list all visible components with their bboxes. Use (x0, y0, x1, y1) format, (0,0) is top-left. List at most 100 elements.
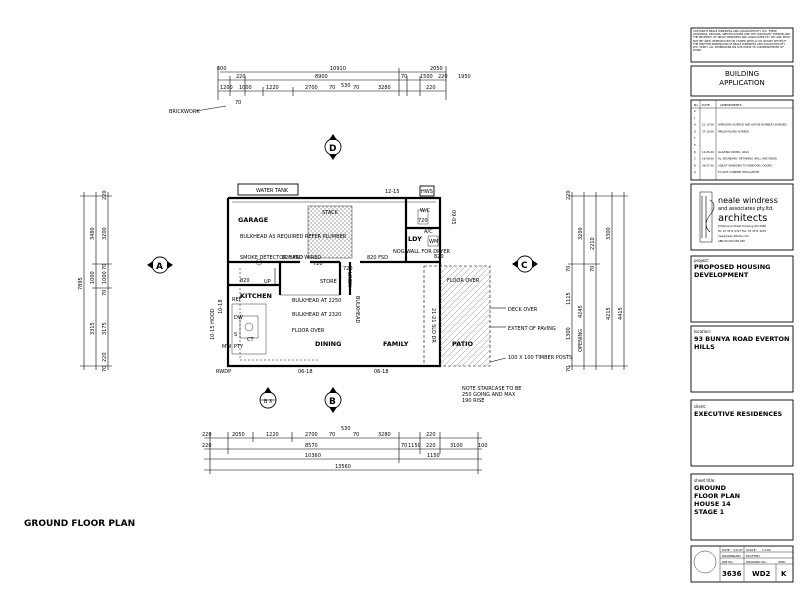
dim-right-m3: OPENING (578, 329, 584, 352)
patio-paving (440, 266, 490, 366)
firm-email: nwa@nwarchitects.com (718, 234, 749, 238)
family-label: FAMILY (383, 340, 409, 348)
amendment-cell: A (694, 170, 696, 174)
wm-label: WM (429, 239, 438, 245)
dim-right-r0: 3300 (606, 227, 612, 240)
brickwork-callout: BRICKWORK (169, 105, 227, 115)
bulkhead-2250-label: BULKHEAD AT 2250 (292, 298, 341, 304)
dim-bottom-r1-5: 530 (341, 426, 351, 432)
door-720-a: 720 (418, 218, 428, 224)
window-06-18-a: 06-18 (298, 369, 313, 375)
ldy-label: LDY (408, 235, 422, 243)
firm-abn: ABN 00 000 000 000 (718, 239, 745, 243)
section-d-label: D (329, 144, 336, 154)
section-marker-c: C (512, 255, 538, 273)
floor-over-1-label: FLOOR OVER (292, 328, 325, 334)
firm-address: 8 Memorial Street Toowong Qld 4066 (718, 224, 766, 228)
mw-label: MW (222, 344, 231, 350)
linen-label: LINEN (346, 272, 352, 287)
dim-bottom-r2-1: 8570 (305, 443, 318, 449)
dim-left-inner-4: 70 (102, 290, 108, 296)
dim-bottom-r1-1: 2050 (232, 432, 245, 438)
copyright-notice: COPYRIGHT NEALE WINDRESS AND ASSOCIATES … (693, 30, 791, 53)
dim-left-outer-1: 1000 (90, 271, 96, 284)
amend-header-date: DATE (702, 103, 710, 107)
fsd-1-label: 820 FSD (282, 255, 303, 261)
date-value: 3-6-07 (733, 548, 743, 552)
dim-top-under: 70 (235, 100, 241, 106)
dim-overall-top: 10910 (330, 66, 346, 72)
dim-left-outer-2: 3315 (90, 322, 96, 335)
floor-over-2-label: FLOOR OVER (447, 278, 480, 284)
ac-label: A/C (424, 229, 433, 235)
dim-top-r1-2: 8900 (315, 74, 328, 80)
dim-bottom-r2-2: 70 (401, 443, 407, 449)
amendment-cell: G (694, 129, 696, 133)
dim-top-r2-3: 2700 (305, 85, 318, 91)
section-marker-b: B (324, 387, 342, 413)
staircase-note: NOTE STAIRCASE TO BE 250 GOING AND MAX 1… (462, 386, 522, 404)
dim-left-inner-3: 1000 (102, 271, 108, 284)
dim-top-r2-2: 1220 (266, 85, 279, 91)
drawing-number: WD2 (752, 570, 771, 578)
pty-label: PTY (234, 344, 244, 350)
window-06-18-b: 06-18 (374, 369, 389, 375)
amendment-cell: TO SUIT CURRENT REGULATION (718, 170, 759, 174)
window-10-18: 10-18 (218, 299, 224, 314)
amendment-cell: K (694, 109, 696, 113)
section-bx-label: B X (264, 399, 273, 405)
firm-name-1: neale windress (718, 196, 778, 205)
dim-top-r1-3: 70 (401, 74, 407, 80)
amendment-cell: J (693, 116, 695, 120)
amendment-cell: H (694, 123, 696, 127)
store-label: STORE (320, 279, 337, 285)
location-value: 93 BUNYA ROAD EVERTON HILLS (694, 335, 790, 351)
window-09-05: 09-05 (450, 210, 456, 225)
window-12-15: 12-15 (385, 189, 400, 195)
dim-left-inner-6: 220 (102, 352, 108, 362)
plotted-field-label: PLOTTED: (746, 554, 761, 558)
amendment-cell: C (694, 157, 696, 161)
dim-left-inner-5: 3175 (102, 322, 108, 335)
s-label: S (234, 332, 237, 338)
door-720-c: 720 (343, 266, 353, 272)
firm-name-3: architects (718, 213, 767, 224)
amendment-cell: D (694, 150, 696, 154)
section-a-label: A (156, 262, 163, 272)
dim-bottom-r1-8: 220 (426, 432, 436, 438)
timber-posts-label: 100 X 100 TIMBER POSTS (508, 355, 572, 361)
dim-right-r1: 4215 (606, 307, 612, 320)
scale-value: 1:100 (762, 548, 771, 552)
dim-top-r2-4: 70 (329, 85, 335, 91)
client-field-label: client: (694, 404, 706, 409)
sheet-title-value: GROUND FLOOR PLAN HOUSE 14 STAGE 1 (694, 484, 741, 516)
up-label: UP (264, 279, 271, 285)
stack-label: STACK (322, 210, 339, 216)
wc-label: W/C (420, 208, 431, 214)
smoke-detector-label: SMOKE DETECTOR HARD WIRED (240, 255, 321, 261)
amd-field-label: AMD: (778, 560, 786, 564)
door-820-a: 820 (434, 254, 444, 260)
dim-top-r2-8: 220 (426, 85, 436, 91)
title-block: COPYRIGHT NEALE WINDRESS AND ASSOCIATES … (690, 27, 794, 583)
dim-right-l0: 220 (566, 190, 572, 200)
patio-label: PATIO (452, 340, 474, 348)
bulkhead-refer-label: BULKHEAD AS REQUIRED REFER PLUMBER (240, 234, 347, 240)
floor-plan: WATER TANK HWS 12-15 (210, 183, 572, 404)
dim-bottom-r2-4: 220 (426, 443, 436, 449)
dim-left-inner-0: 220 (102, 190, 108, 200)
date-field-label: DATE: (722, 548, 731, 552)
amendment-cell: 26-07-06 (702, 163, 714, 167)
dim-left-overall: 7895 (78, 277, 84, 290)
ref-label: REF (232, 297, 242, 303)
dim-top-r1-4: 1500 (420, 74, 433, 80)
dim-top-r1-extra: 1950 (458, 74, 471, 80)
dim-bottom-r3: 10360 (305, 453, 321, 459)
left-dimensions: 7895 3480 1000 3315 220 3200 70 1000 70 … (78, 190, 112, 372)
amendment-cell: 27-10-06 (702, 129, 714, 133)
dim-right-l4: 1300 (566, 327, 572, 340)
job-number: 3636 (722, 570, 742, 578)
amendment-cell: 21-12-06 (702, 123, 714, 127)
nog-wall-label: NOG WALL FOR DRYER (393, 249, 450, 255)
sheet-field-label: sheet title: (694, 478, 716, 483)
